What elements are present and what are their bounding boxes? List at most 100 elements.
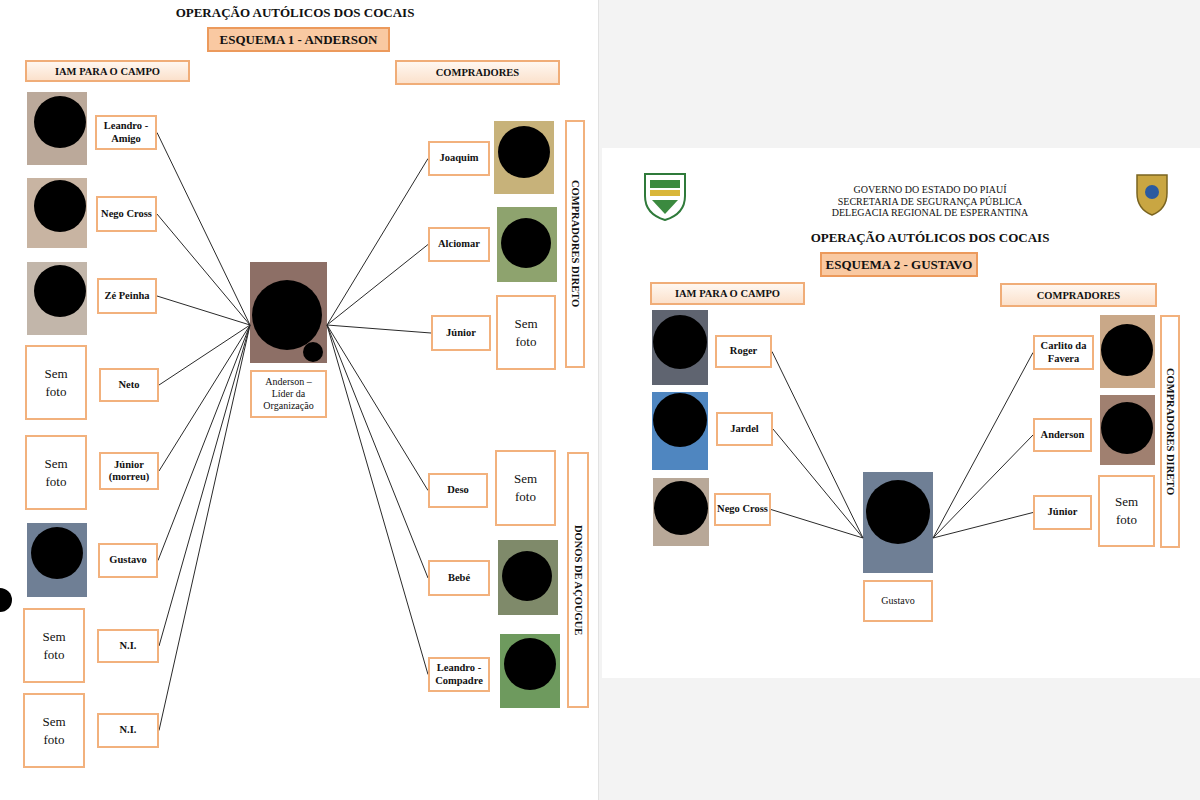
connector-line [159,325,250,646]
face-blur [502,551,552,601]
connector-line [933,435,1033,538]
no-photo-box: Sem foto [25,345,87,420]
person-name-box: Neto [99,368,159,402]
agency-header-line: DELEGACIA REGIONAL DE ESPERANTINA [720,207,1140,218]
photo [1100,315,1155,388]
logo-band [650,190,680,196]
person-name-box: N.I. [97,713,159,748]
person-name-box: Gustavo [98,543,158,578]
node-text: IAM PARA O CAMPO [675,288,780,299]
connector-line [159,325,250,731]
logo-mark [652,200,678,214]
node-text: Deso [447,484,469,496]
node-text: Sem foto [36,713,72,748]
node-text: Alciomar [438,238,480,250]
person-name-box: Bebé [428,560,490,596]
group-band: COMPRADORES DIRETO [1160,315,1180,548]
no-photo-box: Sem foto [1098,475,1155,547]
face-blur [1101,402,1153,454]
person-name-box: Joaquim [428,141,490,176]
person-name-box: Nego Cross [96,196,157,232]
node-text: N.I. [120,640,137,652]
connector-line [157,133,250,326]
connector-line [933,513,1033,539]
connector-line [327,245,428,326]
no-photo-box: Sem foto [23,693,85,768]
badge-center [1145,185,1159,199]
node-text: Gustavo [863,580,933,622]
face-blur [653,315,707,369]
group-band: DONOS DE AÇOUGUE [567,452,589,708]
photo [27,262,87,335]
node-text: Sem foto [508,470,544,505]
logo-shield [645,174,685,220]
person-name-box: Júnior [1033,495,1092,530]
node-text: N.I. [120,724,137,736]
connector-line [159,325,250,385]
node-text: Júnior [1048,506,1078,518]
face-blur [34,96,86,148]
photo [494,121,554,194]
face-blur [34,180,86,232]
node-text: ESQUEMA 2 - GUSTAVO [826,257,973,273]
node-text: Leandro - Compadre [431,662,487,686]
person-name-box: Júnior [431,315,491,351]
node-text: COMPRADORES DIRETO [1165,368,1176,495]
document-panel [602,148,1200,678]
agency-header-line: SECRETARIA DE SEGURANÇA PÚBLICA [720,196,1140,207]
photo [500,634,560,708]
node-text: Gustavo [109,554,146,566]
node-text: Anderson – Líder da Organização [250,370,327,418]
connector-line [157,214,250,325]
face-blur [504,638,556,690]
section-header-box: IAM PARA O CAMPO [650,282,805,305]
person-name-box: Carlito da Favera [1033,335,1094,370]
node-text: Sem foto [38,365,74,400]
node-text: Sem foto [1109,493,1145,528]
section-header-box: COMPRADORES [395,60,560,85]
panel-divider [598,0,599,800]
no-photo-box: Sem foto [25,435,87,510]
node-text: Nego Cross [101,208,152,220]
node-text: Sem foto [38,455,74,490]
scheme-header-box: ESQUEMA 2 - GUSTAVO [820,252,978,277]
node-text: COMPRADORES [436,67,519,78]
person-name-box: Leandro - Compadre [428,657,490,692]
scheme-header-box: ESQUEMA 1 - ANDERSON [207,27,390,52]
node-text: Carlito da Favera [1036,340,1091,364]
person-name-box: Leandro - Amigo [95,115,157,150]
person-name-box: Deso [428,473,488,508]
person-name-box: Zé Peinha [97,278,157,314]
connector-line [327,325,428,675]
photo [27,92,87,165]
connector-line [773,429,863,538]
photo [27,523,87,597]
right-panel-background [598,0,1200,800]
face-blur [252,280,322,350]
operation-heading: OPERAÇÃO AUTÓLICOS DOS COCAIS [720,230,1140,246]
no-photo-box: Sem foto [495,450,556,526]
node-text: COMPRADORES [1037,290,1120,301]
person-name-box: Júnior (morreu) [99,452,159,490]
person-name-box: Jardel [716,412,773,446]
node-text: ESQUEMA 1 - ANDERSON [220,32,378,48]
face-blur [498,126,550,178]
photo [652,310,708,385]
logo-band [650,180,680,188]
person-name-box: Alciomar [428,227,490,262]
person-name-box: N.I. [97,629,159,663]
face-blur [34,265,86,317]
connector-line [933,353,1033,539]
node-text: DONOS DE AÇOUGUE [573,525,584,635]
photo [27,178,87,248]
police-badge [1137,175,1167,215]
photo-placeholders [0,92,1155,708]
photo [250,262,327,363]
node-text: Sem foto [508,315,544,350]
node-text: Joaquim [439,152,478,164]
node-text: Roger [730,345,757,357]
person-name-box: Roger [715,335,772,368]
